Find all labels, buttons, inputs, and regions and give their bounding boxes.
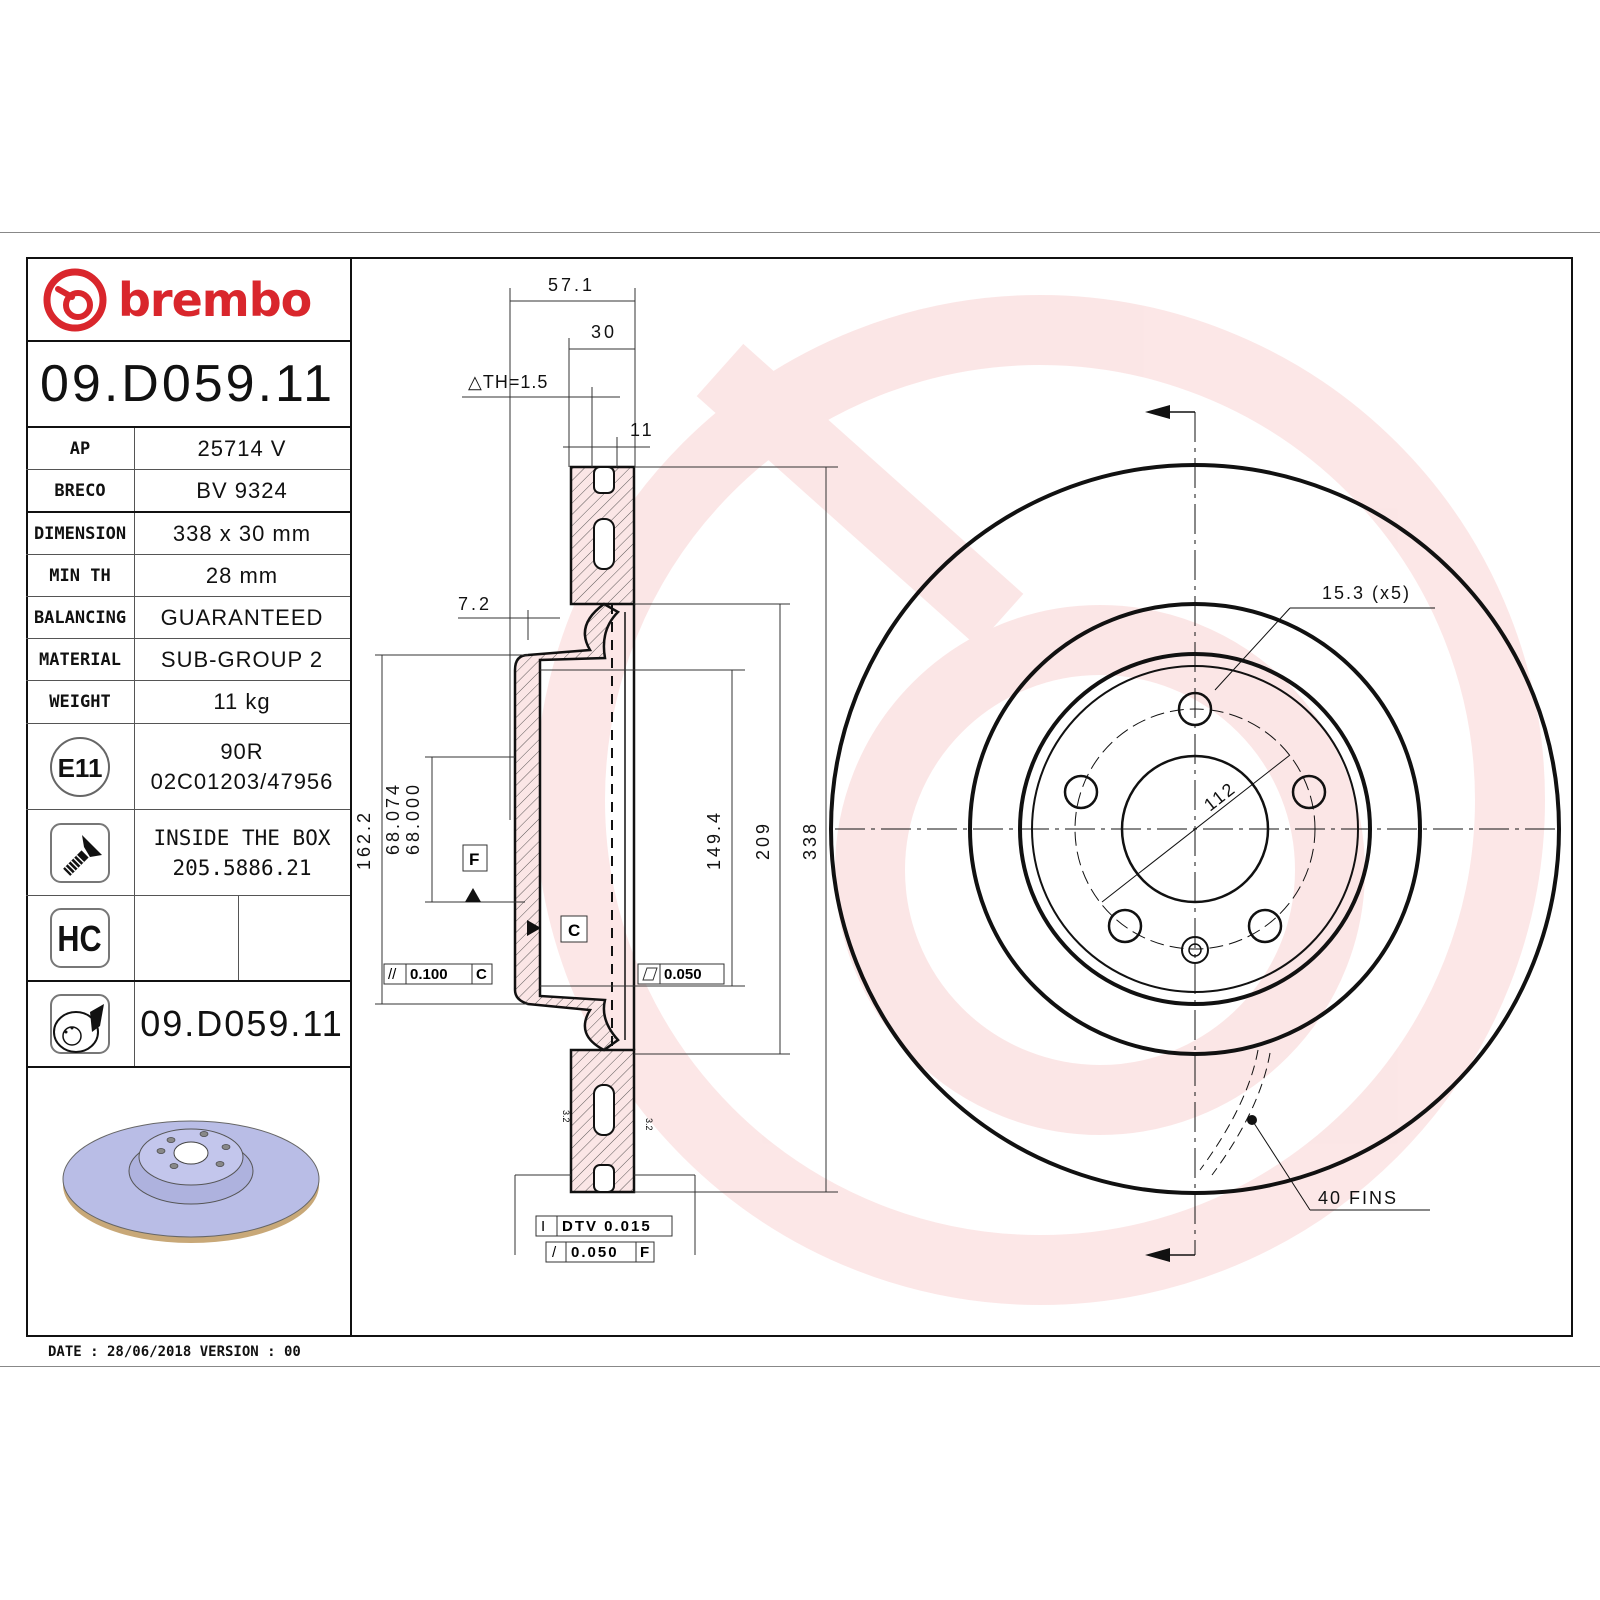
technical-drawing: 57.1 30 △TH=1.5 11 7.2 162.2 68.074 68.0…	[354, 275, 1561, 1305]
svg-text:E11: E11	[58, 753, 103, 783]
title-block: brembo 09.D059.11 AP 25714 V BRECO BV 93…	[26, 257, 352, 1337]
dtv-tolerance: I DTV 0.015	[535, 1215, 673, 1237]
logo-row: brembo	[26, 257, 350, 342]
spec-label: DIMENSION	[26, 513, 135, 554]
spec-row-weight: WEIGHT 11 kg	[26, 681, 350, 724]
spec-value: 338 x 30 mm	[172, 520, 312, 546]
svg-text:149.4: 149.4	[704, 810, 724, 870]
homologation-row: E11 90R 02C01203/47956	[26, 724, 350, 810]
svg-text:30: 30	[591, 322, 617, 342]
brembo-logo: brembo	[42, 267, 312, 333]
svg-text:HC: HC	[57, 920, 101, 960]
svg-text:△TH=1.5: △TH=1.5	[468, 372, 548, 392]
spec-row-material: MATERIAL SUB-GROUP 2	[26, 639, 350, 681]
spec-value: SUB-GROUP 2	[160, 646, 324, 672]
svg-text:C: C	[568, 921, 580, 940]
brembo-logo-icon	[43, 268, 107, 332]
runout-tolerance: / 0.050 F	[545, 1241, 655, 1263]
svg-text:/: /	[552, 1244, 557, 1261]
spec-value: BV 9324	[196, 477, 288, 503]
svg-text:11: 11	[630, 420, 655, 440]
coating-row: HC	[26, 896, 350, 982]
spec-row-dimension: DIMENSION 338 x 30 mm	[26, 513, 350, 555]
svg-text:0.050: 0.050	[571, 1244, 619, 1261]
drawing-frame	[26, 257, 1573, 1337]
spec-row-ap: AP 25714 V	[26, 428, 350, 470]
svg-text:0.050: 0.050	[664, 966, 702, 983]
screw-part-number: 205.5886.21	[172, 855, 312, 880]
svg-text:F: F	[640, 1244, 649, 1261]
spec-value: 28 mm	[205, 562, 279, 588]
svg-text:I: I	[541, 1218, 545, 1235]
screw-note: INSIDE THE BOX	[153, 825, 331, 850]
svg-text:0.100: 0.100	[410, 966, 448, 983]
homologation-code: 90R	[220, 738, 264, 764]
screw-row: INSIDE THE BOX 205.5886.21	[26, 810, 350, 896]
spec-row-balancing: BALANCING GUARANTEED	[26, 597, 350, 639]
svg-text:C: C	[476, 966, 487, 983]
svg-text:338: 338	[800, 821, 820, 860]
svg-text:F: F	[469, 850, 479, 869]
dimension-labels: 57.1 30 △TH=1.5 11 7.2 162.2 68.074 68.0…	[354, 275, 820, 870]
screw-icon	[50, 822, 110, 883]
svg-text://: //	[388, 966, 397, 983]
svg-text:57.1: 57.1	[548, 275, 595, 295]
svg-text:68.000: 68.000	[403, 782, 423, 855]
spec-label: BRECO	[26, 470, 135, 511]
roughness-symbols: 3.2 3.2	[561, 1110, 654, 1131]
disc-caliper-icon	[50, 994, 110, 1054]
brand-name: brembo	[118, 273, 312, 327]
e11-approval-icon: E11	[50, 736, 110, 797]
section-view	[513, 465, 636, 1194]
svg-text:3.2: 3.2	[561, 1110, 571, 1123]
datum-c: C	[527, 915, 588, 943]
spec-row-min-th: MIN TH 28 mm	[26, 555, 350, 597]
drawing-sheet	[0, 232, 1600, 1367]
svg-text:40 FINS: 40 FINS	[1318, 1188, 1398, 1208]
svg-text:7.2: 7.2	[458, 594, 492, 614]
spec-label: WEIGHT	[26, 681, 135, 723]
svg-text:15.3 (x5): 15.3 (x5)	[1322, 583, 1411, 603]
disc-reference: 09.D059.11	[140, 1003, 344, 1044]
hc-icon: HC	[50, 908, 110, 968]
section-arrow-bottom	[1145, 1248, 1170, 1262]
svg-text:3.2: 3.2	[644, 1118, 654, 1131]
date-version: DATE : 28/06/2018 VERSION : 00	[48, 1344, 301, 1360]
disc-ref-row: 09.D059.11	[26, 982, 350, 1068]
dimension-lines	[375, 288, 838, 1255]
spec-row-breco: BRECO BV 9324	[26, 470, 350, 513]
spec-label: AP	[26, 428, 135, 469]
part-number-row: 09.D059.11	[26, 342, 350, 428]
section-arrow-top	[1145, 405, 1170, 419]
spec-value: GUARANTEED	[160, 604, 324, 630]
spec-label: BALANCING	[26, 597, 135, 638]
svg-text:68.074: 68.074	[383, 782, 403, 855]
coating-divider	[238, 896, 239, 980]
svg-text:DTV 0.015: DTV 0.015	[562, 1218, 652, 1235]
brembo-watermark	[535, 295, 1545, 1305]
spec-value: 11 kg	[213, 689, 271, 714]
spec-label: MATERIAL	[26, 639, 135, 680]
spec-label: MIN TH	[26, 555, 135, 596]
front-view	[829, 411, 1561, 1256]
svg-text:162.2: 162.2	[354, 810, 374, 870]
parallelism-tolerance: // 0.100 C	[383, 963, 493, 985]
svg-text:209: 209	[753, 821, 773, 860]
fin-marker	[1247, 1115, 1257, 1125]
spec-value: 25714 V	[197, 435, 287, 461]
homologation-number: 02C01203/47956	[150, 768, 334, 794]
disc-3d-render	[62, 1120, 320, 1243]
datum-f: F	[462, 844, 488, 902]
flatness-tolerance: 0.050	[637, 963, 725, 985]
part-number: 09.D059.11	[40, 355, 336, 413]
